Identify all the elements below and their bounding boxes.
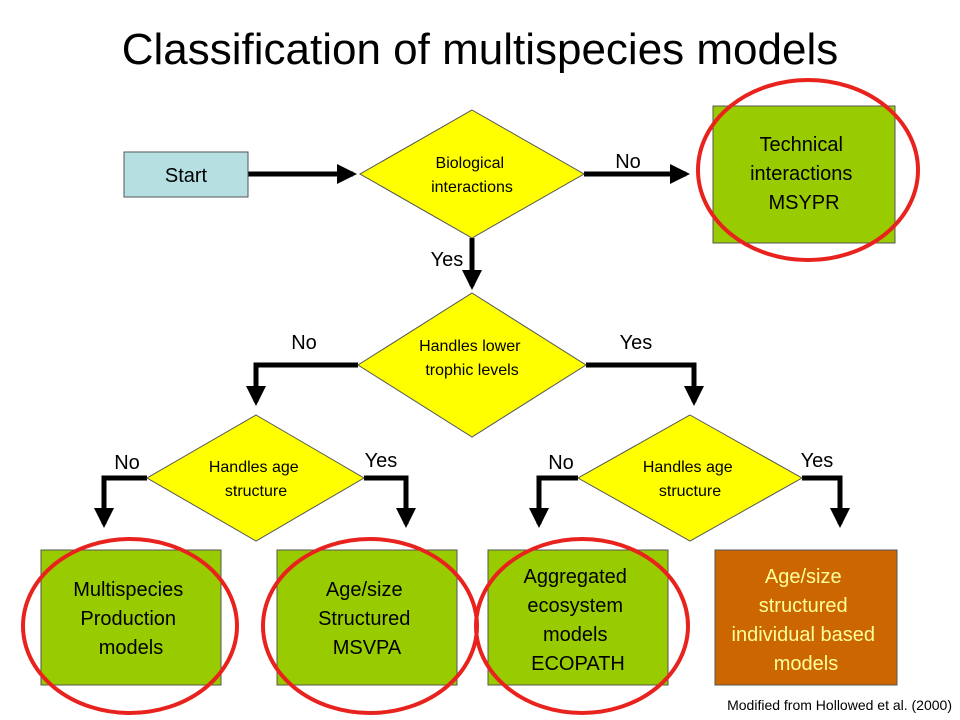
decision-biological-interactions: Biological interactions [358,109,586,239]
decision-biological-label: Biological interactions [431,155,513,196]
arrow-age-left-no [94,475,147,528]
edge-label-bio-no: No [615,151,641,173]
production-label: Multispecies Production models [73,579,189,659]
result-multispecies-production: Multispecies Production models [40,549,222,686]
result-ecopath: Aggregated ecosystem models ECOPATH [487,549,669,686]
highlight-ring-production [21,537,239,715]
result-technical-interactions: Technical interactions MSYPR [712,105,896,244]
edge-label-lower-yes: Yes [620,332,653,354]
arrow-age-left-yes [364,475,416,528]
decision-lower-trophic-label: Handles lower trophic levels [419,338,525,379]
edge-label-age-left-no: No [114,452,140,474]
technical-label: Technical interactions MSYPR [750,134,858,214]
arrow-age-right-no [529,475,578,528]
result-individual-based: Age/size structured individual based mod… [714,549,898,686]
edge-label-bio-yes: Yes [431,249,464,271]
edge-label-age-right-yes: Yes [801,450,834,472]
highlight-rings [21,78,920,715]
decision-lower-trophic-levels: Handles lower trophic levels [357,292,587,438]
highlight-ring-ecopath [474,537,690,715]
arrow-lower-no [246,362,358,406]
decision-age-structure-left: Handles age structure [146,414,365,542]
arrow-age-right-yes [802,475,850,528]
edge-label-age-left-yes: Yes [365,450,398,472]
start-node: Start [123,151,249,198]
page-title: Classification of multispecies models [122,25,839,74]
decision-age-left-label: Handles age structure [209,459,303,500]
msvpa-label: Age/size Structured MSVPA [318,579,416,659]
highlight-ring-technical [696,78,920,262]
start-label: Start [165,165,208,187]
arrow-lower-yes [586,362,704,406]
connectors [94,164,850,528]
decision-age-structure-right: Handles age structure [576,414,804,542]
source-credit: Modified from Hollowed et al. (2000) [727,697,952,713]
edge-label-age-right-no: No [548,452,574,474]
decision-age-right-label: Handles age structure [643,459,737,500]
ecopath-label: Aggregated ecosystem models ECOPATH [524,566,633,675]
edge-label-lower-no: No [291,332,317,354]
ibm-label: Age/size structured individual based mod… [732,566,881,675]
result-msvpa: Age/size Structured MSVPA [276,549,458,686]
